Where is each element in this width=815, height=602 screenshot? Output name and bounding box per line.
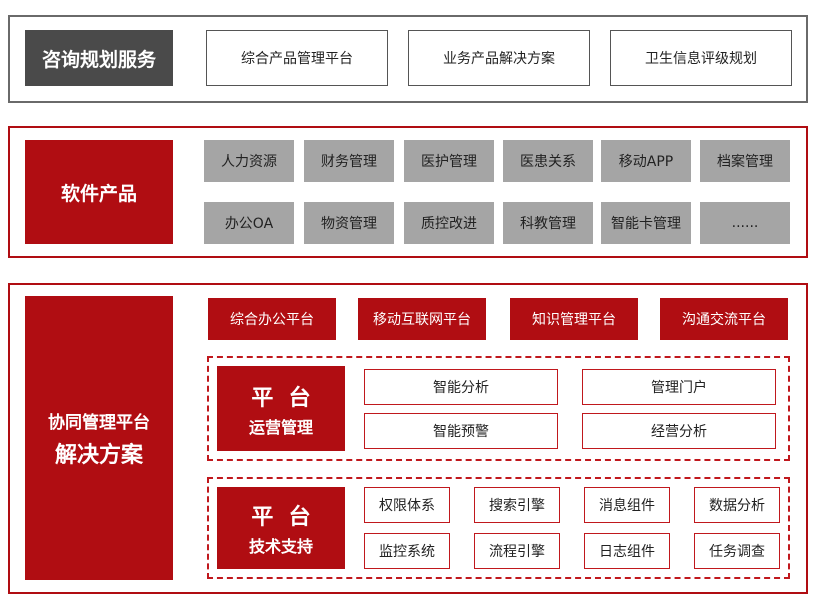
tech-item: 日志组件 xyxy=(584,533,670,569)
tech-label-line2: 技术支持 xyxy=(248,537,313,556)
tech-item: 数据分析 xyxy=(694,487,780,523)
software-tile: 办公OA xyxy=(204,202,294,244)
software-tile: 物资管理 xyxy=(304,202,394,244)
tech-label: 平 台 技术支持 xyxy=(217,487,345,569)
consulting-item-1: 综合产品管理平台 xyxy=(206,30,388,86)
tech-item: 消息组件 xyxy=(584,487,670,523)
software-tile: 移动APP xyxy=(601,140,691,182)
tech-item: 任务调查 xyxy=(694,533,780,569)
collab-title-line1: 协同管理平台 xyxy=(48,412,150,433)
ops-label: 平 台 运营管理 xyxy=(217,366,345,451)
collab-title: 协同管理平台 解决方案 xyxy=(25,296,173,580)
software-tile: 人力资源 xyxy=(204,140,294,182)
collab-title-line2: 解决方案 xyxy=(54,442,143,468)
consulting-item-2: 业务产品解决方案 xyxy=(408,30,590,86)
consulting-title: 咨询规划服务 xyxy=(25,30,173,86)
collab-top-item: 知识管理平台 xyxy=(510,298,638,340)
ops-item: 智能分析 xyxy=(364,369,558,405)
software-tile: 医患关系 xyxy=(503,140,593,182)
ops-label-line2: 运营管理 xyxy=(248,417,313,437)
collab-top-item: 移动互联网平台 xyxy=(358,298,486,340)
collab-top-item: 沟通交流平台 xyxy=(660,298,788,340)
tech-item: 搜索引擎 xyxy=(474,487,560,523)
software-tile: ...... xyxy=(700,202,790,244)
ops-label-line1: 平 台 xyxy=(251,385,311,411)
software-tile: 质控改进 xyxy=(404,202,494,244)
ops-item: 管理门户 xyxy=(582,369,776,405)
ops-item: 经营分析 xyxy=(582,413,776,449)
consulting-item-3: 卫生信息评级规划 xyxy=(610,30,792,86)
ops-panel xyxy=(207,356,790,461)
software-tile: 智能卡管理 xyxy=(601,202,691,244)
tech-item: 监控系统 xyxy=(364,533,450,569)
software-tile: 档案管理 xyxy=(700,140,790,182)
tech-item: 权限体系 xyxy=(364,487,450,523)
software-title: 软件产品 xyxy=(25,140,173,244)
collab-panel xyxy=(8,283,808,594)
tech-item: 流程引擎 xyxy=(474,533,560,569)
software-tile: 科教管理 xyxy=(503,202,593,244)
tech-label-line1: 平 台 xyxy=(251,505,311,530)
software-panel xyxy=(8,126,808,258)
consulting-panel xyxy=(8,15,808,103)
tech-panel xyxy=(207,477,790,579)
software-tile: 医护管理 xyxy=(404,140,494,182)
software-tile: 财务管理 xyxy=(304,140,394,182)
collab-top-item: 综合办公平台 xyxy=(208,298,336,340)
ops-item: 智能预警 xyxy=(364,413,558,449)
